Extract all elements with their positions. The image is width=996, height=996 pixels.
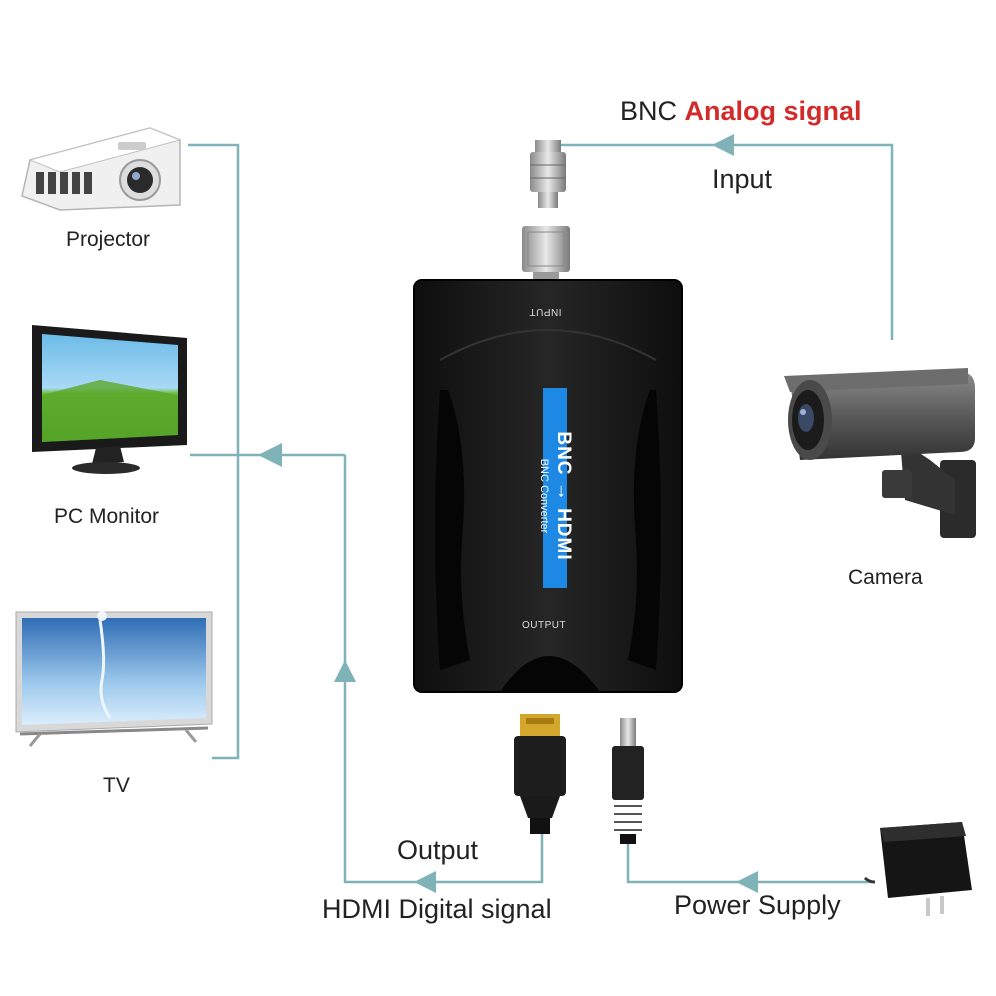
input-label: Input xyxy=(712,164,773,194)
input-signal-prefix: BNC xyxy=(620,96,678,126)
dc-plug-icon xyxy=(612,718,644,844)
arrow-input-left xyxy=(712,134,734,156)
output-device-bracket xyxy=(188,143,240,760)
output-label: Output xyxy=(397,835,479,865)
arrow-power-left xyxy=(736,871,758,893)
converter-name: BNC → HDMI BNC Converter xyxy=(538,416,574,576)
hdmi-connector-icon xyxy=(514,714,566,834)
bnc-input-line xyxy=(560,143,894,340)
projector-label: Projector xyxy=(66,228,151,251)
converter-subtitle: BNC Converter xyxy=(538,458,550,534)
input-signal-type: Analog signal xyxy=(684,96,862,126)
bnc-port-icon xyxy=(522,226,570,282)
converter-box xyxy=(413,279,683,693)
arrow-output-left xyxy=(414,871,436,893)
camera-label: Camera xyxy=(848,566,923,589)
tv-icon xyxy=(15,611,213,747)
input-signal-label: BNC Analog signal xyxy=(620,96,862,127)
pc-monitor-label: PC Monitor xyxy=(54,505,160,528)
converter-stripe xyxy=(543,388,567,588)
flow-arrows xyxy=(258,134,758,893)
converter-name-text: BNC → HDMI xyxy=(553,431,574,561)
power-adapter-icon xyxy=(863,822,972,916)
projector-icon xyxy=(21,127,182,211)
bnc-input-connector-icon xyxy=(530,140,566,208)
converter-output-port-label: OUTPUT xyxy=(522,620,567,631)
connection-lines xyxy=(188,143,894,884)
pc-monitor-icon xyxy=(32,325,187,474)
arrow-monitor-left xyxy=(258,443,282,467)
converter-input-port-label: INPUT xyxy=(529,306,562,317)
power-line xyxy=(626,842,875,884)
power-supply-label: Power Supply xyxy=(674,890,841,920)
output-signal-label: HDMI Digital signal xyxy=(322,894,552,924)
arrow-output-up xyxy=(334,660,356,682)
camera-icon xyxy=(784,368,976,538)
tv-label: TV xyxy=(103,774,130,797)
